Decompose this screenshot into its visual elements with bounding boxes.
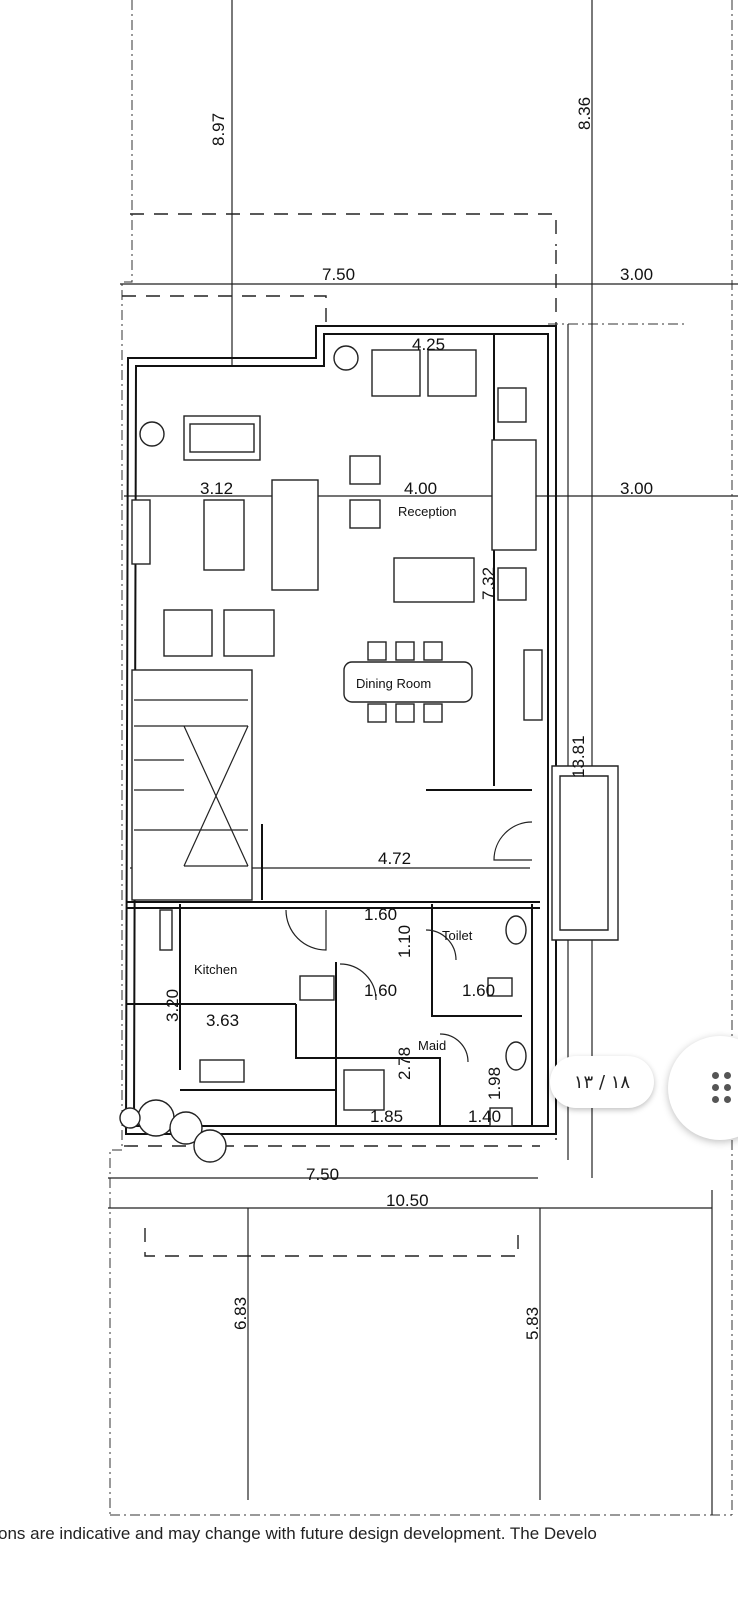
- sofa-long: [271, 479, 319, 591]
- sofa-seat: [189, 423, 255, 453]
- dim-rear-right: 5.83: [523, 1307, 542, 1340]
- maid-basin: [505, 1041, 527, 1071]
- shrub: [137, 1099, 175, 1137]
- upper-floor-outline-left: [122, 295, 327, 324]
- dot: [712, 1096, 719, 1103]
- dining-table: [343, 661, 473, 703]
- dim-width-top: 7.50: [322, 265, 355, 284]
- upper-floor-outline-top: [130, 213, 557, 246]
- dining-chair: [423, 641, 443, 661]
- dot: [724, 1072, 731, 1079]
- stair-diag-2: [183, 725, 249, 867]
- dim-reception-width: 4.25: [412, 335, 445, 354]
- room-label-toilet: Toilet: [442, 928, 473, 943]
- room-label-maid: Maid: [418, 1038, 446, 1053]
- dining-chair: [395, 703, 415, 723]
- dot: [724, 1084, 731, 1091]
- dining-chair: [367, 703, 387, 723]
- plot-boundary-left: [109, 0, 133, 1515]
- room-label-kitchen: Kitchen: [194, 962, 237, 977]
- corridor-wall: [335, 962, 441, 1126]
- dim-corridor-width-2: 1.60: [364, 981, 397, 1000]
- toilet-door: [425, 929, 457, 961]
- dot: [712, 1072, 719, 1079]
- toilet-basin: [505, 915, 527, 945]
- dim-maid-depth: 2.78: [395, 1047, 414, 1080]
- kitchen-stove: [299, 975, 335, 1001]
- side-table: [349, 499, 381, 529]
- kitchen-sink: [199, 1059, 245, 1083]
- sideboard: [523, 649, 543, 721]
- entrance-door: [493, 821, 533, 861]
- room-label-dining: Dining Room: [356, 676, 431, 691]
- room-label-reception: Reception: [398, 504, 457, 519]
- kitchen-wall-right: [295, 1004, 337, 1126]
- page-indicator-badge: ١٨ / ١٣: [550, 1056, 654, 1108]
- dim-toilet-width: 1.60: [462, 981, 495, 1000]
- side-table: [497, 567, 527, 601]
- dim-left-room-width: 3.12: [200, 479, 233, 498]
- armchair: [427, 349, 477, 397]
- plant: [333, 345, 359, 371]
- dim-setback-mid: 3.00: [620, 479, 653, 498]
- disclaimer-text: ons are indicative and may change with f…: [0, 1524, 597, 1543]
- sofa-bottom: [393, 557, 475, 603]
- rear-dashed-line: [144, 1228, 519, 1257]
- sofa-right: [491, 439, 537, 551]
- dim-reception-depth: 7.32: [479, 567, 498, 600]
- entrance-steps-inner: [559, 775, 609, 931]
- page-indicator-text: ١٨ / ١٣: [573, 1071, 631, 1093]
- dining-chair: [367, 641, 387, 661]
- dim-plot-width: 10.50: [386, 1191, 429, 1210]
- corridor-door: [339, 963, 377, 1001]
- dim-width-bottom: 7.50: [306, 1165, 339, 1184]
- dim-corridor-width: 1.60: [364, 905, 397, 924]
- plant: [139, 421, 165, 447]
- armchair: [223, 609, 275, 657]
- armchair: [163, 609, 213, 657]
- dot: [724, 1096, 731, 1103]
- side-table: [497, 387, 527, 423]
- staircase: [131, 669, 253, 901]
- maid-wc: [489, 1107, 513, 1127]
- dim-total-depth: 13.81: [569, 735, 588, 778]
- maid-door: [439, 1033, 469, 1063]
- kitchen-fridge: [159, 909, 173, 951]
- shrub: [193, 1129, 227, 1163]
- shrub: [169, 1111, 203, 1145]
- dot: [712, 1084, 719, 1091]
- maid-wall: [431, 904, 522, 1017]
- dim-kitchen-width: 3.63: [206, 1011, 239, 1030]
- side-table: [349, 455, 381, 485]
- kitchen-door: [285, 909, 327, 951]
- tv-unit: [131, 499, 151, 565]
- dim-maid-width: 1.85: [370, 1107, 403, 1126]
- dim-hall-width: 4.72: [378, 849, 411, 868]
- armchair: [371, 349, 421, 397]
- dim-setback-top: 3.00: [620, 265, 653, 284]
- dim-side-top-right: 8.36: [575, 97, 594, 130]
- dining-chair: [395, 641, 415, 661]
- shrub: [119, 1107, 141, 1129]
- dining-chair: [423, 703, 443, 723]
- dim-reception-depth-top: 4.00: [404, 479, 437, 498]
- dim-side-top-left: 8.97: [209, 113, 228, 146]
- building-outline: [124, 325, 557, 1135]
- coffee-table: [203, 499, 245, 571]
- dim-maid-bath-depth: 1.98: [485, 1067, 504, 1100]
- dim-corridor-depth: 1.10: [395, 925, 414, 958]
- dim-rear-left: 6.83: [231, 1297, 250, 1330]
- maid-bed-step: [343, 1069, 385, 1111]
- dim-kitchen-depth: 3.20: [163, 989, 182, 1022]
- toilet-wc: [487, 977, 513, 997]
- dim-maid-bath-width: 1.40: [468, 1107, 501, 1126]
